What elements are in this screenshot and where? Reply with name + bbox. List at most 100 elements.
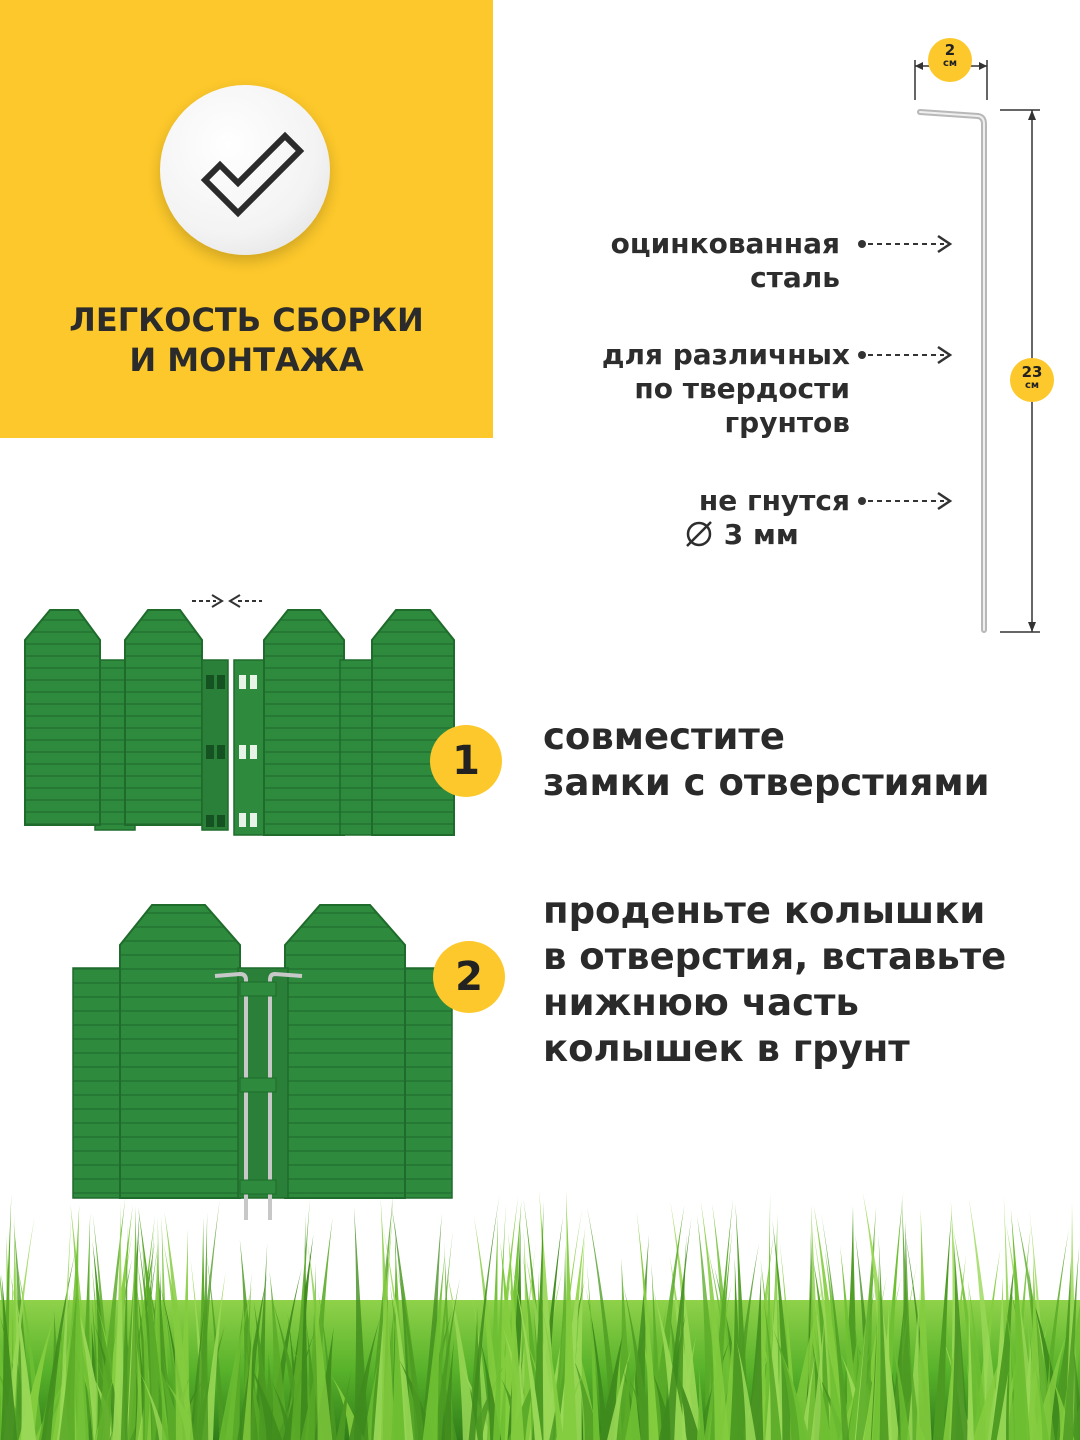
spec-galvanized-steel: оцинкованная сталь bbox=[560, 227, 840, 295]
spec-soil-types: для различных по твердости грунтов bbox=[560, 338, 850, 440]
grass-blade bbox=[623, 1286, 653, 1440]
grass-blade bbox=[1034, 1362, 1049, 1440]
grass-blade bbox=[441, 1338, 455, 1440]
grass-blade bbox=[189, 1293, 207, 1440]
grass-blade bbox=[855, 1206, 877, 1440]
spec-2-line-3: грунтов bbox=[724, 406, 850, 439]
grass-blade bbox=[218, 1284, 253, 1440]
width-unit: см bbox=[942, 58, 958, 69]
checkmark-badge bbox=[160, 85, 330, 255]
dashed-arrow-icon bbox=[858, 491, 953, 511]
title-line-2: И МОНТАЖА bbox=[129, 341, 364, 379]
stake-rod bbox=[917, 109, 987, 633]
grass-blade bbox=[1005, 1223, 1039, 1440]
stakes-inserted bbox=[214, 971, 303, 1220]
grass-decoration bbox=[0, 1180, 1080, 1440]
grass-blade bbox=[821, 1213, 850, 1440]
grass-blade bbox=[473, 1215, 504, 1440]
grass-blade bbox=[906, 1290, 920, 1440]
height-value: 23 см bbox=[1010, 364, 1054, 391]
grass-blade bbox=[224, 1305, 244, 1440]
grass-blade bbox=[237, 1273, 268, 1440]
spec-2-line-1: для различных bbox=[601, 338, 850, 371]
grass-blade bbox=[891, 1332, 911, 1440]
width-badge bbox=[928, 38, 972, 82]
step-1-line-1: совместите bbox=[543, 715, 785, 758]
grass-blade bbox=[1010, 1208, 1031, 1440]
fence-illustration-step-1 bbox=[24, 594, 455, 836]
diameter-icon bbox=[686, 521, 712, 547]
grass-blade bbox=[397, 1268, 425, 1440]
grass-blade bbox=[15, 1294, 36, 1440]
spec-2-line-2: по твердости bbox=[634, 372, 850, 405]
grass-blade bbox=[764, 1192, 771, 1440]
grass-blade bbox=[41, 1250, 76, 1440]
grass-blade bbox=[508, 1231, 525, 1440]
grass-blade bbox=[353, 1206, 369, 1440]
fence-section-right bbox=[233, 609, 455, 836]
grass-blade bbox=[813, 1205, 847, 1440]
grass-blade bbox=[736, 1339, 757, 1440]
step-2-line-1: проденьте колышки bbox=[543, 889, 986, 932]
grass-blade bbox=[585, 1287, 609, 1440]
title-line-1: ЛЕГКОСТЬ СБОРКИ bbox=[69, 301, 424, 339]
grass-blade bbox=[562, 1190, 578, 1440]
grass-blade bbox=[1072, 1338, 1080, 1440]
grass-blade bbox=[996, 1370, 1009, 1440]
grass-blade bbox=[765, 1259, 781, 1440]
grass-blade bbox=[990, 1255, 1016, 1440]
spec-no-bend: не гнутся bbox=[560, 484, 850, 518]
step-1-badge: 1 bbox=[430, 725, 502, 797]
width-number: 2 bbox=[944, 41, 956, 59]
step-1-line-2: замки с отверстиями bbox=[543, 761, 990, 804]
spec-1-line-1: оцинкованная bbox=[610, 227, 840, 260]
grass-blade bbox=[58, 1211, 72, 1440]
spec-3-line-1: не гнутся bbox=[698, 484, 850, 517]
grass-blade bbox=[524, 1352, 537, 1440]
grass-blade bbox=[763, 1298, 782, 1440]
grass-blade bbox=[510, 1259, 543, 1440]
grass-blade bbox=[300, 1356, 318, 1440]
grass-blade bbox=[96, 1197, 126, 1440]
grass-blade bbox=[800, 1347, 817, 1440]
grass-blade bbox=[653, 1290, 687, 1440]
stake-diagram bbox=[914, 38, 1054, 633]
grass-blade bbox=[540, 1299, 564, 1440]
grass-blade bbox=[138, 1369, 167, 1440]
step-1-text: совместите замки с отверстиями bbox=[543, 714, 1063, 806]
grass-blade bbox=[59, 1278, 78, 1440]
grass-blade bbox=[531, 1202, 544, 1440]
step-2-line-3: нижнюю часть bbox=[543, 981, 859, 1024]
grass-blade bbox=[201, 1271, 226, 1440]
grass-blade bbox=[932, 1212, 952, 1440]
grass-blade bbox=[336, 1368, 352, 1440]
page-title: ЛЕГКОСТЬ СБОРКИ И МОНТАЖА bbox=[0, 300, 493, 380]
grass-blade bbox=[468, 1194, 500, 1440]
spec-diameter: 3 мм bbox=[684, 518, 799, 552]
grass-blade bbox=[269, 1270, 289, 1440]
grass-blade bbox=[137, 1206, 167, 1440]
grass-blade bbox=[878, 1234, 889, 1440]
grass-blade bbox=[247, 1361, 283, 1440]
dashed-arrow-icon bbox=[858, 234, 953, 254]
step-2-line-4: колышек в грунт bbox=[543, 1027, 910, 1070]
fence-section-left bbox=[24, 609, 229, 831]
grass-blade bbox=[967, 1279, 989, 1440]
checkmark-icon bbox=[200, 131, 305, 218]
spec-1-line-2: сталь bbox=[750, 261, 840, 294]
grass-blade bbox=[120, 1225, 128, 1440]
grass-blade bbox=[624, 1373, 641, 1440]
grass-blade bbox=[0, 1273, 18, 1440]
width-value: 2 см bbox=[928, 42, 972, 69]
step-2-line-2: в отверстия, вставьте bbox=[543, 935, 1007, 978]
grass-blade bbox=[164, 1211, 194, 1440]
grass-blade bbox=[826, 1342, 846, 1440]
grass-blade bbox=[780, 1350, 810, 1440]
feature-panel: ЛЕГКОСТЬ СБОРКИ И МОНТАЖА bbox=[0, 0, 493, 438]
grass-blade bbox=[307, 1242, 333, 1440]
step-2-badge: 2 bbox=[433, 941, 505, 1013]
grass-blade bbox=[290, 1199, 311, 1440]
grass-blade bbox=[569, 1236, 585, 1440]
grass-blade bbox=[198, 1212, 209, 1440]
grass-blade bbox=[700, 1200, 730, 1440]
